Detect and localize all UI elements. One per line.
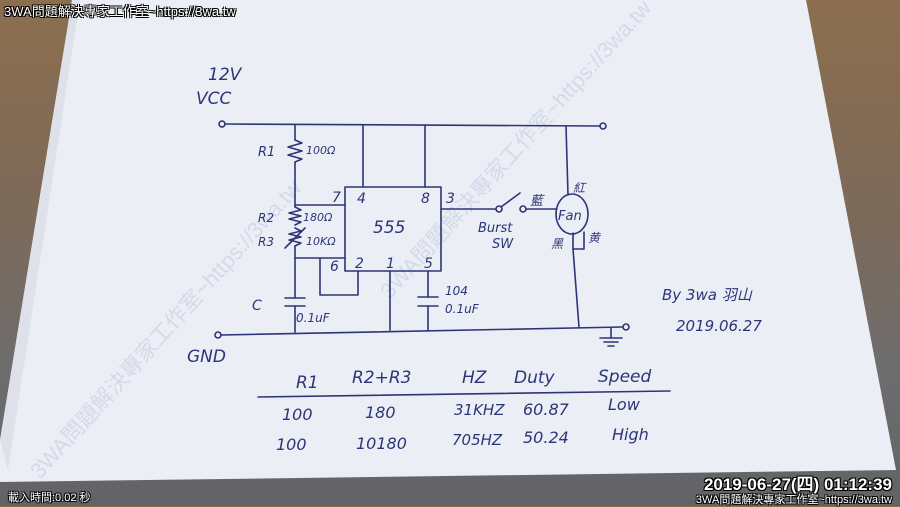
table-row: 100 180 31KHZ 60.87 Low — [282, 395, 641, 424]
header-r1: R1 — [296, 373, 319, 393]
cell-r1: 100 — [282, 405, 313, 424]
switch-label-sw: SW — [492, 237, 514, 252]
ic-555 — [344, 186, 442, 272]
gnd-label: GND — [187, 347, 226, 367]
wire-red-label: 紅 — [573, 181, 587, 195]
vcc-terminal-right — [599, 122, 607, 130]
fan-icon — [555, 193, 589, 235]
c-value: 0.1uF — [296, 311, 331, 325]
cell-duty: 50.24 — [523, 428, 569, 447]
paper-shadow — [0, 0, 80, 470]
r2-value: 180Ω — [303, 211, 333, 224]
timestamp: 2019-06-27(四) 01:12:39 — [703, 475, 892, 494]
wire-black-label: 黑 — [551, 237, 564, 251]
cell-r2-r3: 180 — [365, 403, 396, 422]
r2-resistor — [288, 206, 302, 226]
switch-label-burst: Burst — [478, 221, 513, 236]
circuit-schematic: 12V VCC R1 100Ω R2 180Ω R3 10KΩ 555 7 4 … — [187, 65, 762, 367]
burst-switch — [495, 205, 503, 213]
pin-6: 6 — [330, 259, 339, 275]
r1-value: 100Ω — [306, 144, 336, 157]
results-table: R1 R2+R3 HZ Duty Speed 100 180 31KHZ 60.… — [257, 367, 671, 454]
pin-4: 4 — [357, 191, 366, 207]
table-header-divider — [257, 390, 671, 398]
watermark-top: 3WA問題解決專家工作室~https://3wa.tw — [4, 4, 236, 19]
fan-label: Fan — [558, 209, 582, 224]
wire-yellow-label: 黄 — [588, 231, 602, 245]
cell-hz: 705HZ — [452, 431, 503, 449]
header-speed: Speed — [598, 367, 652, 387]
pin-2: 2 — [355, 256, 364, 272]
header-r2-r3: R2+R3 — [352, 368, 412, 388]
cell-hz: 31KHZ — [454, 401, 505, 419]
header-hz: HZ — [462, 368, 487, 388]
cell-speed: Low — [608, 395, 641, 414]
table-row: 100 10180 705HZ 50.24 High — [276, 425, 649, 454]
c-label: C — [252, 298, 262, 314]
c2-value: 0.1uF — [445, 302, 480, 316]
vcc-label: VCC — [196, 89, 231, 109]
c2-code: 104 — [445, 284, 468, 298]
paper-sheet — [0, 0, 896, 482]
cell-r2-r3: 10180 — [356, 434, 407, 453]
pin-8: 8 — [421, 191, 430, 207]
r3-value: 10KΩ — [306, 235, 336, 248]
drawing-date: 2019.06.27 — [676, 317, 762, 335]
pin-3: 3 — [446, 191, 455, 207]
pin-1: 1 — [386, 256, 395, 272]
author: By 3wa 羽山 — [662, 286, 753, 304]
r2-label: R2 — [258, 211, 274, 225]
vcc-rail — [224, 123, 601, 127]
ground-symbol-icon — [599, 327, 623, 347]
pin-7: 7 — [332, 190, 341, 206]
r1-resistor — [287, 139, 303, 163]
ic-label: 555 — [373, 218, 405, 238]
cell-r1: 100 — [276, 435, 307, 454]
load-time: 載入時間:0.02 秒 — [8, 492, 91, 504]
wire-blue-label: 藍 — [530, 194, 545, 209]
gnd-rail — [220, 326, 623, 336]
cell-speed: High — [612, 425, 649, 444]
supply-voltage: 12V — [208, 65, 243, 85]
watermark-bottom: 3WA問題解決專家工作室~https://3wa.tw — [695, 494, 892, 506]
r1-label: R1 — [258, 145, 275, 160]
header-duty: Duty — [514, 368, 556, 388]
pin-5: 5 — [424, 256, 433, 272]
r3-label: R3 — [258, 235, 274, 249]
cell-duty: 60.87 — [523, 400, 570, 419]
